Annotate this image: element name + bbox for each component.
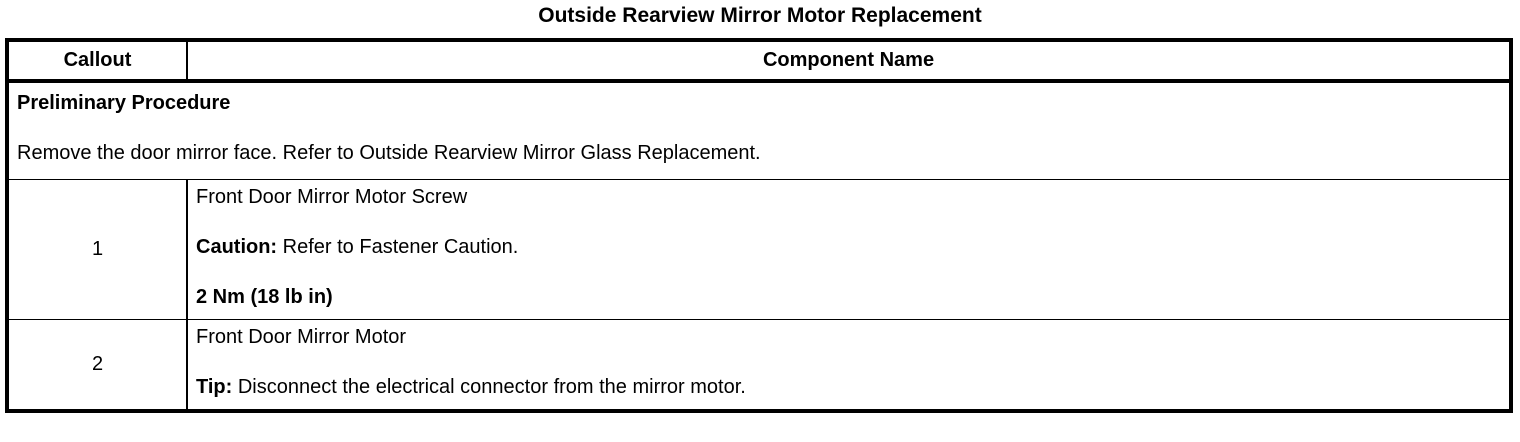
component-table: Callout Component Name Preliminary Proce… bbox=[5, 38, 1513, 413]
table-header-row: Callout Component Name bbox=[7, 40, 1511, 83]
component-name-column-header: Component Name bbox=[187, 40, 1511, 83]
caution-text: Refer to Fastener Caution. bbox=[277, 236, 519, 258]
callout-column-header: Callout bbox=[7, 40, 188, 83]
callout-number: 1 bbox=[7, 179, 188, 320]
callout-number: 2 bbox=[7, 319, 188, 411]
preliminary-procedure-cell: Preliminary Procedure Remove the door mi… bbox=[7, 81, 1511, 180]
component-name: Front Door Mirror Motor Screw bbox=[196, 186, 468, 208]
table-row: 2 Front Door Mirror Motor Tip: Disconnec… bbox=[7, 319, 1511, 411]
preliminary-procedure-text: Remove the door mirror face. Refer to Ou… bbox=[17, 142, 761, 164]
caution-note: Caution: Refer to Fastener Caution. bbox=[196, 236, 1501, 259]
tip-note: Tip: Disconnect the electrical connector… bbox=[196, 376, 1501, 399]
page-title: Outside Rearview Mirror Motor Replacemen… bbox=[538, 4, 982, 27]
preliminary-procedure-heading: Preliminary Procedure bbox=[17, 92, 231, 114]
tip-label: Tip: bbox=[196, 376, 233, 398]
tip-text: Disconnect the electrical connector from… bbox=[232, 376, 746, 398]
preliminary-procedure-row: Preliminary Procedure Remove the door mi… bbox=[7, 81, 1511, 180]
component-name: Front Door Mirror Motor bbox=[196, 326, 407, 348]
table-row: 1 Front Door Mirror Motor Screw Caution:… bbox=[7, 179, 1511, 320]
caution-label: Caution: bbox=[196, 236, 278, 258]
torque-spec: 2 Nm (18 lb in) bbox=[196, 286, 333, 308]
component-cell: Front Door Mirror Motor Tip: Disconnect … bbox=[187, 319, 1511, 411]
component-cell: Front Door Mirror Motor Screw Caution: R… bbox=[187, 179, 1511, 320]
